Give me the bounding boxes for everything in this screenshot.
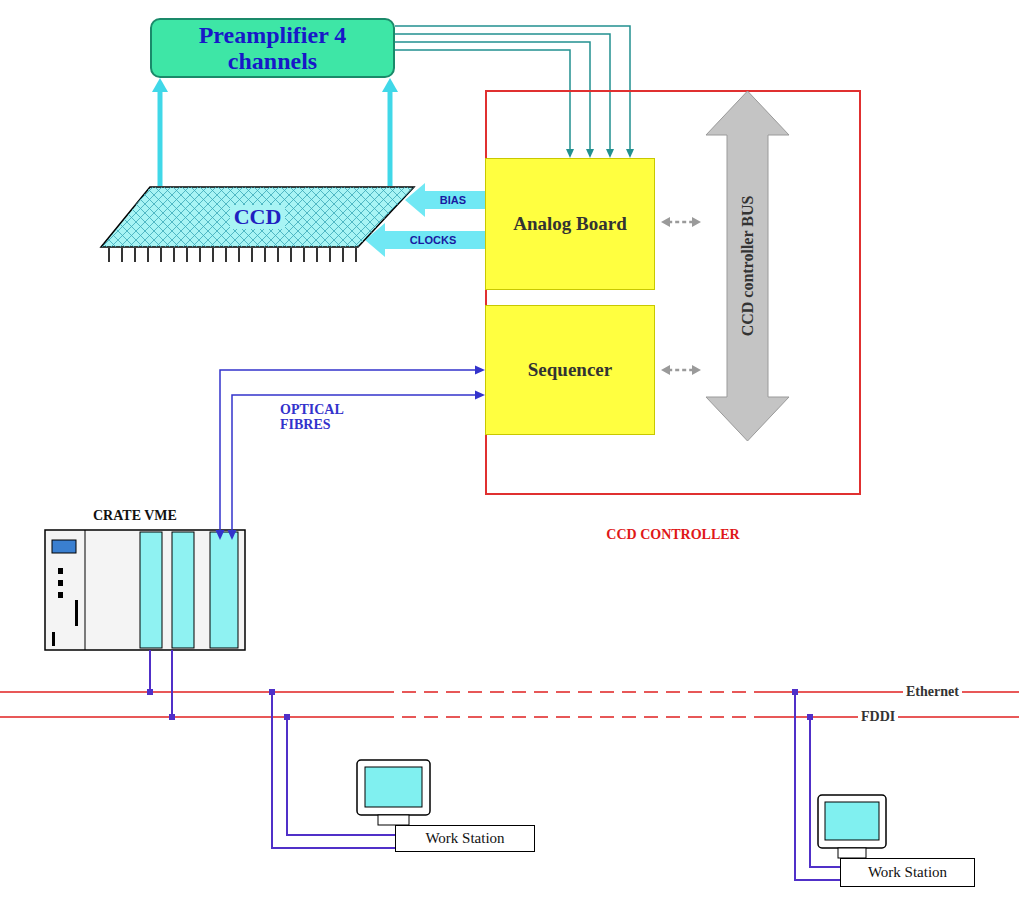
signal-label: BIAS: [438, 194, 468, 206]
arrow-head: [661, 365, 670, 375]
signal-wire-line: [395, 42, 590, 151]
signal-wire: [395, 34, 614, 158]
drive-arrow: [365, 223, 485, 257]
arrow-head: [228, 530, 237, 540]
controller-frame: CCD CONTROLLER Analog BoardSequencer CCD c…: [485, 90, 861, 550]
bus-link: [661, 217, 701, 227]
node-text: Work Station: [425, 830, 504, 847]
node-text: Sequencer: [528, 360, 612, 381]
fibre-label: OPTICAL FIBRES: [280, 402, 370, 433]
workstation-box: Work Station: [395, 825, 535, 852]
signal-label: CLOCKS: [408, 234, 458, 246]
optical-fibre: [216, 366, 486, 541]
signal-wire: [395, 26, 634, 158]
readout-arrow-line: [388, 89, 393, 186]
arrow-head: [606, 149, 614, 158]
bus-link-line: [668, 221, 694, 224]
readout-arrow: [152, 78, 168, 186]
optical-fibre: [228, 391, 486, 541]
arrow-head: [475, 391, 485, 400]
readout-arrow-line: [158, 89, 163, 186]
arrow-head: [566, 149, 574, 158]
network-taps: [150, 650, 840, 880]
network-label: Ethernet: [903, 684, 962, 699]
controller-bus: CCD controller BUS: [705, 90, 790, 442]
node-text: Analog Board: [513, 214, 627, 235]
node-text: CCD CONTROLLER: [606, 527, 739, 542]
readout-arrow: [382, 78, 398, 186]
tap-junctions: [147, 689, 813, 720]
arrow-head: [661, 217, 670, 227]
arrow-head: [586, 149, 594, 158]
node-text: Work Station: [868, 864, 947, 881]
signal-wire-line: [395, 34, 610, 151]
signal-wire: [395, 42, 594, 158]
node-text: Preamplifier 4 channels: [188, 22, 358, 75]
drive-arrow-line: [381, 231, 485, 249]
ccd-chip: CCD: [100, 186, 415, 248]
node-text: CRATE VME: [93, 508, 177, 523]
preamplifier-box: Preamplifier 4 channels: [150, 18, 395, 78]
vme-crate: [45, 530, 245, 650]
signal-wire-line: [395, 50, 570, 151]
optical-fibre-line: [220, 370, 477, 532]
arrow-head: [382, 78, 398, 92]
arrow-head: [692, 217, 701, 227]
arrow-head: [216, 530, 225, 540]
ccd-pins: [103, 248, 358, 262]
bus-link-line: [668, 369, 694, 372]
drive-arrow: [405, 183, 485, 217]
vme-crate: CRATE VME: [45, 508, 245, 650]
monitor-icon: [818, 795, 886, 858]
sequencer-board: Sequencer: [485, 305, 655, 435]
workstation-box: Work Station: [840, 858, 975, 887]
arrow-head: [692, 365, 701, 375]
bus-link: [661, 365, 701, 375]
network-label: FDDI: [858, 709, 898, 724]
optical-fibre-line: [232, 395, 477, 532]
analog-board: Analog Board: [485, 158, 655, 290]
node-text: CCD: [230, 205, 286, 229]
arrow-head: [152, 78, 168, 92]
node-text: CCD controller BUS: [739, 196, 757, 337]
monitor-icon: [357, 760, 430, 825]
arrow-head: [475, 366, 485, 375]
arrow-head: [626, 149, 634, 158]
drive-arrow-line: [421, 191, 485, 209]
signal-wire-line: [395, 26, 630, 151]
